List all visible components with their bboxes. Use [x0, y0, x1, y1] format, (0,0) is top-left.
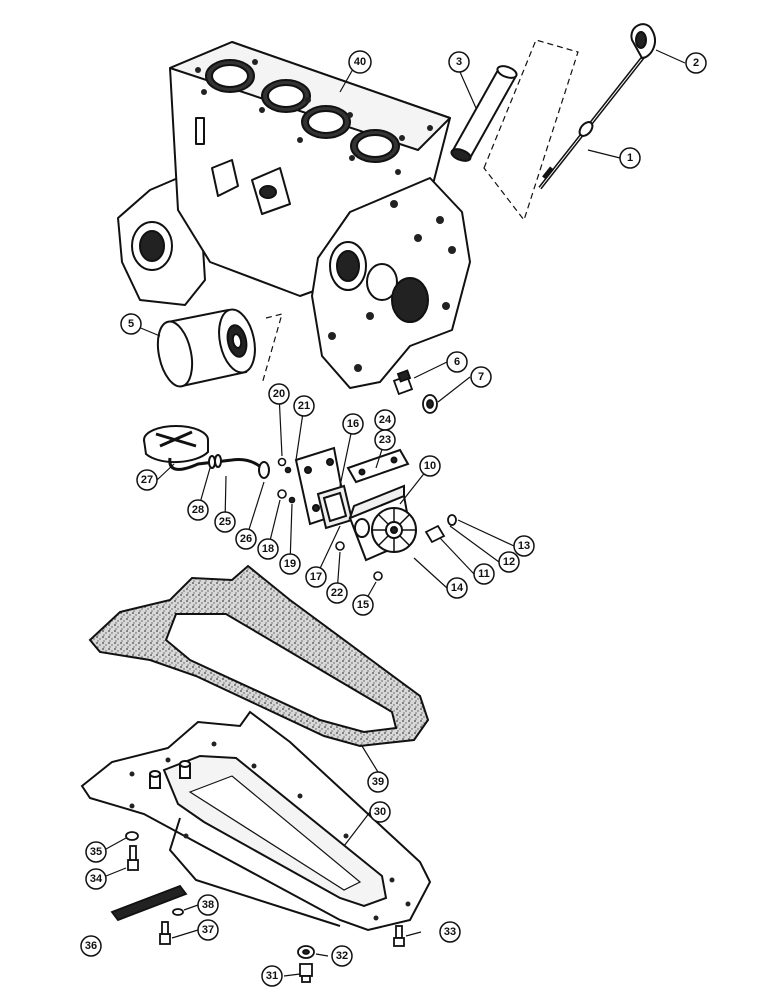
- callout-32-label: 32: [336, 950, 348, 962]
- callout-22-label: 22: [331, 587, 343, 599]
- callout-16-label: 16: [347, 418, 359, 430]
- callout-3-label: 3: [456, 56, 462, 68]
- callout-24: 24: [374, 409, 396, 431]
- callout-11-label: 11: [478, 568, 490, 580]
- pump-bracket: [346, 448, 410, 484]
- callout-23-label: 23: [379, 434, 391, 446]
- callout-15: 15: [352, 594, 374, 616]
- filter-adapter: [392, 369, 414, 396]
- oil-pan: [80, 710, 432, 932]
- callout-14: 14: [446, 577, 468, 599]
- callout-35-label: 35: [90, 846, 102, 858]
- callout-17-label: 17: [310, 571, 322, 583]
- oil-pickup: [143, 425, 270, 479]
- callout-31-label: 31: [266, 970, 278, 982]
- callout-30-label: 30: [374, 806, 386, 818]
- filter-dash-line: [261, 313, 283, 385]
- oil-pump: [348, 484, 417, 562]
- callout-6: 6: [446, 351, 468, 373]
- callout-3: 3: [448, 51, 470, 73]
- callout-14-label: 14: [451, 582, 464, 594]
- callout-17: 17: [305, 566, 327, 588]
- adapter-nut: [422, 394, 438, 414]
- callout-33: 33: [439, 921, 461, 943]
- engine-block: [117, 41, 471, 389]
- callout-12-label: 12: [503, 556, 515, 568]
- callout-30: 30: [369, 801, 391, 823]
- callout-26-label: 26: [240, 533, 252, 545]
- callout-36-label: 36: [85, 940, 97, 952]
- callout-5: 5: [120, 313, 142, 335]
- callout-34-label: 34: [90, 873, 103, 885]
- callout-39-label: 39: [372, 776, 384, 788]
- callout-12: 12: [498, 551, 520, 573]
- callout-19: 19: [279, 553, 301, 575]
- callout-33-label: 33: [444, 926, 456, 938]
- callout-16: 16: [342, 413, 364, 435]
- callout-32: 32: [331, 945, 353, 967]
- callout-21: 21: [293, 395, 315, 417]
- callout-15-label: 15: [357, 599, 369, 611]
- callout-22: 22: [326, 582, 348, 604]
- callout-13-label: 13: [518, 540, 530, 552]
- fasteners: [110, 831, 405, 983]
- callouts: 1 2 3 40 5 6 7 20 21 16 24 23 10 27 28 2…: [80, 50, 707, 987]
- callout-18-label: 18: [262, 543, 274, 555]
- callout-26: 26: [235, 528, 257, 550]
- callout-7-label: 7: [478, 371, 484, 383]
- callout-25-label: 25: [219, 516, 231, 528]
- callout-10: 10: [419, 455, 441, 477]
- callout-20-label: 20: [273, 388, 285, 400]
- callout-10-label: 10: [424, 460, 436, 472]
- callout-39: 39: [367, 771, 389, 793]
- callout-1: 1: [619, 147, 641, 169]
- callout-27-label: 27: [141, 474, 153, 486]
- callout-40: 40: [348, 50, 372, 74]
- oil-filter: [156, 308, 256, 388]
- callout-21-label: 21: [298, 400, 310, 412]
- callout-2: 2: [685, 52, 707, 74]
- callout-35: 35: [85, 841, 107, 863]
- callout-25: 25: [214, 511, 236, 533]
- callout-24-label: 24: [379, 414, 392, 426]
- callout-28: 28: [187, 499, 209, 521]
- cover-gasket: [316, 484, 354, 530]
- small-parts: [277, 457, 383, 581]
- callout-38-label: 38: [202, 899, 214, 911]
- callout-19-label: 19: [284, 558, 296, 570]
- callout-2-label: 2: [693, 57, 699, 69]
- callout-11: 11: [473, 563, 495, 585]
- relief-valve: [424, 514, 457, 544]
- callout-13: 13: [513, 535, 535, 557]
- callout-31: 31: [261, 965, 283, 987]
- callout-40-label: 40: [354, 56, 366, 68]
- callout-20: 20: [268, 383, 290, 405]
- callout-18: 18: [257, 538, 279, 560]
- callout-5-label: 5: [128, 318, 134, 330]
- callout-27: 27: [136, 469, 158, 491]
- pan-gasket: [88, 564, 430, 748]
- callout-6-label: 6: [454, 356, 460, 368]
- callout-37: 37: [197, 919, 219, 941]
- callout-23: 23: [374, 429, 396, 451]
- callout-7: 7: [470, 366, 492, 388]
- callout-1-label: 1: [627, 152, 633, 164]
- callout-37-label: 37: [202, 924, 214, 936]
- callout-36: 36: [80, 935, 102, 957]
- dipstick-outline: [483, 39, 579, 222]
- callout-38: 38: [197, 894, 219, 916]
- dipstick-tube: [450, 65, 518, 162]
- callout-34: 34: [85, 868, 107, 890]
- callout-28-label: 28: [192, 504, 204, 516]
- dipstick: [538, 23, 656, 190]
